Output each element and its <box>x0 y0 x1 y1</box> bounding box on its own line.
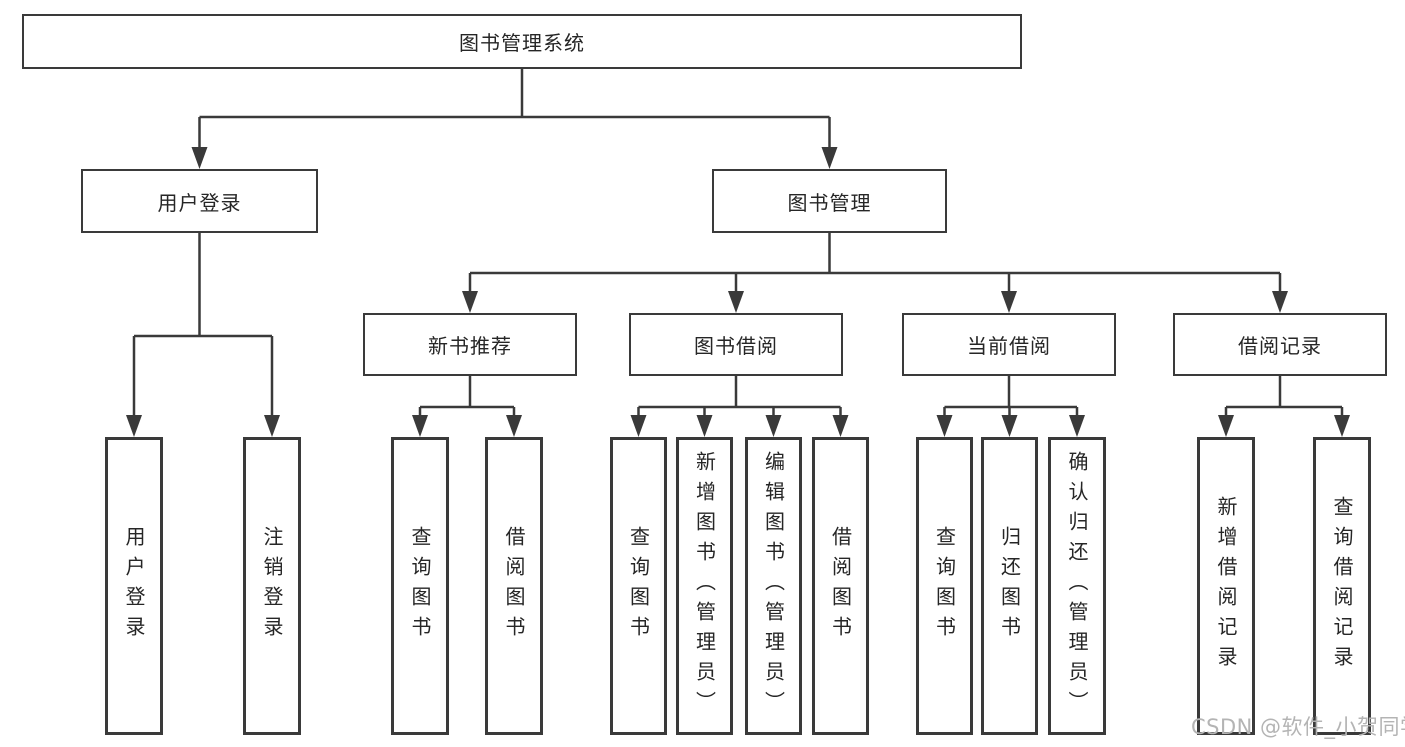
node-cb-query-books: 查询图书 <box>916 437 973 735</box>
node-label: 用户登录 <box>122 526 146 646</box>
arrow-down-icon <box>696 415 713 437</box>
node-nbr-query-books: 查询图书 <box>391 437 449 735</box>
edge-new-book-rec-to-leaves <box>412 376 522 437</box>
node-label: 借阅图书 <box>828 526 853 646</box>
arrow-down-icon <box>936 415 953 437</box>
node-label: 查询图书 <box>932 526 957 646</box>
edge-user-login-to-leaves <box>126 233 280 437</box>
node-bb-query-books: 查询图书 <box>610 437 667 735</box>
arrow-down-icon <box>765 415 782 437</box>
edge-book-mgmt-to-level3 <box>462 233 1288 313</box>
node-new-book-rec: 新书推荐 <box>363 313 577 376</box>
node-user-login: 用户登录 <box>81 169 318 233</box>
arrow-down-icon <box>264 415 280 437</box>
node-label: 归还图书 <box>997 526 1022 646</box>
edge-current-borrow-to-leaves <box>936 376 1085 437</box>
node-label: 借阅记录 <box>1238 334 1322 358</box>
arrow-down-icon <box>126 415 142 437</box>
arrow-down-icon <box>832 415 849 437</box>
node-label: 查询图书 <box>626 526 651 646</box>
node-leaf-user-login: 用户登录 <box>105 437 163 735</box>
node-label: 当前借阅 <box>967 334 1051 358</box>
node-br-query-borrow-record: 查询借阅记录 <box>1313 437 1371 735</box>
node-br-add-borrow-record: 新增借阅记录 <box>1197 437 1255 735</box>
arrow-down-icon <box>821 147 838 169</box>
node-label: 新书推荐 <box>428 334 512 358</box>
node-label: 新增借阅记录 <box>1214 496 1238 676</box>
node-label: 新增图书（管理员） <box>692 451 717 721</box>
edge-borrow-records-to-leaves <box>1218 376 1350 437</box>
node-label: 查询图书 <box>408 526 432 646</box>
node-label: 借阅图书 <box>502 526 526 646</box>
edge-book-borrow-to-leaves <box>630 376 849 437</box>
node-leaf-logout: 注销登录 <box>243 437 301 735</box>
node-current-borrow: 当前借阅 <box>902 313 1116 376</box>
arrow-down-icon <box>1272 291 1288 313</box>
arrow-down-icon <box>728 291 744 313</box>
node-cb-return-books: 归还图书 <box>981 437 1038 735</box>
node-root: 图书管理系统 <box>22 14 1022 69</box>
node-bb-borrow-books: 借阅图书 <box>812 437 869 735</box>
node-label: 编辑图书（管理员） <box>761 451 786 721</box>
arrow-down-icon <box>462 291 478 313</box>
arrow-down-icon <box>191 147 208 169</box>
node-label: 图书管理 <box>787 190 872 215</box>
arrow-down-icon <box>1001 291 1017 313</box>
node-nbr-borrow-books: 借阅图书 <box>485 437 543 735</box>
arrow-down-icon <box>1069 415 1085 437</box>
node-cb-confirm-return-admin: 确认归还（管理员） <box>1048 437 1106 735</box>
node-label: 确认归还（管理员） <box>1065 451 1089 721</box>
node-label: 查询借阅记录 <box>1330 496 1354 676</box>
node-bb-edit-books-admin: 编辑图书（管理员） <box>745 437 802 735</box>
node-label: 图书管理系统 <box>459 31 585 55</box>
node-label: 用户登录 <box>157 190 242 215</box>
arrow-down-icon <box>1001 415 1018 437</box>
arrow-down-icon <box>1218 415 1234 437</box>
node-borrow-records: 借阅记录 <box>1173 313 1387 376</box>
arrow-down-icon <box>506 415 522 437</box>
node-label: 注销登录 <box>260 526 284 646</box>
arrow-down-icon <box>630 415 647 437</box>
node-label: 图书借阅 <box>694 334 778 358</box>
edge-root-to-level2 <box>191 69 838 169</box>
arrow-down-icon <box>412 415 428 437</box>
node-book-borrow: 图书借阅 <box>629 313 843 376</box>
arrow-down-icon <box>1334 415 1350 437</box>
node-book-mgmt: 图书管理 <box>712 169 947 233</box>
node-bb-add-books-admin: 新增图书（管理员） <box>676 437 733 735</box>
